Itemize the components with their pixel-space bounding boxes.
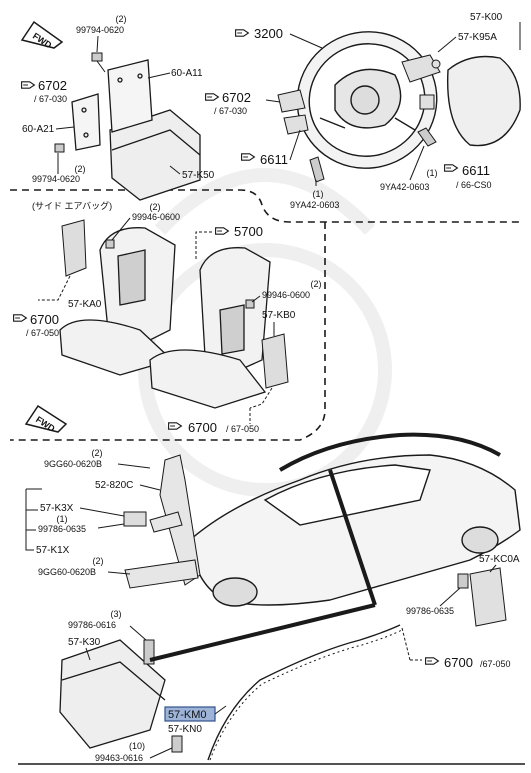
part-60-A11: 60-A11 (171, 68, 203, 79)
seat-left (59, 227, 176, 376)
ref-arrow-icon (21, 81, 35, 89)
seat-right (149, 247, 271, 409)
ref-6702-mid: 6702 (222, 90, 251, 105)
bracket-group-line (25, 489, 34, 551)
ref-6702-left: 6702 (38, 78, 67, 93)
car-body (189, 454, 521, 607)
part-99946-top: 99946-0600 (132, 212, 180, 222)
bolt-99463-0616 (171, 735, 183, 753)
fwd-arrow-mid: FWD (24, 404, 68, 434)
sensor-57-K3X (123, 511, 147, 527)
fwd-arrow-top: FWD (20, 20, 64, 51)
part-57-K50: 57-K50 (182, 170, 215, 181)
qty-9GG60-top: (2) (92, 448, 103, 458)
qty-99946-top: (2) (150, 202, 161, 212)
part-60-A21: 60-A21 (22, 124, 55, 135)
passenger-airbag-module (71, 59, 201, 201)
sensor-57-KC0A (469, 567, 507, 627)
qty-9GG60-bot: (2) (93, 556, 104, 566)
part-99794-top: 99794-0620 (76, 25, 124, 35)
part-99786-left: 99786-0635 (38, 524, 86, 534)
qty-9YA42-right: (1) (427, 168, 438, 178)
curtain-airbag (207, 624, 401, 761)
steering-wheel (296, 31, 438, 169)
pillar-bracket (124, 454, 201, 589)
part-57-KN0: 57-KN0 (168, 724, 202, 735)
ref-6611-right: 6611 (462, 163, 490, 178)
bolt-99786-0616 (143, 639, 155, 665)
part-52-820C: 52-820C (95, 480, 133, 491)
section-divider-top (10, 189, 522, 223)
part-99786-right: 99786-0635 (406, 606, 454, 616)
part-99794-bot: 99794-0620 (32, 174, 80, 184)
bolt-99786-0635-right (457, 573, 469, 589)
part-9YA42-right: 9YA42-0603 (380, 182, 429, 192)
ref-6611-left: 6611 (260, 152, 288, 167)
part-9GG60-bot: 9GG60-0620B (38, 567, 96, 577)
part-99463: 99463-0616 (95, 753, 143, 763)
ref-6700-left: 6700 (30, 312, 59, 327)
ref-6700-mid-sub: / 67-050 (226, 424, 259, 434)
part-99946-mid: 99946-0600 (262, 290, 310, 300)
qty-99946-mid: (2) (311, 279, 322, 289)
part-9YA42-left: 9YA42-0603 (290, 200, 339, 210)
ref-6611-right-sub: / 66-CS0 (456, 180, 492, 190)
qty-99794-bot: (2) (75, 164, 86, 174)
ref-3200: 3200 (254, 26, 283, 41)
part-57-KC0A: 57-KC0A (479, 554, 520, 565)
control-unit-57-K30 (59, 639, 166, 749)
part-57-K95A: 57-K95A (458, 32, 497, 43)
ref-5700: 5700 (234, 224, 263, 239)
qty-99786-left: (1) (57, 514, 68, 524)
side-airbag-module-57-KB0 (261, 333, 289, 389)
qty-99463: (10) (129, 741, 145, 751)
qty-99786-bl: (3) (111, 609, 122, 619)
part-99786-bl: 99786-0616 (68, 620, 116, 630)
part-57-K30: 57-K30 (68, 637, 101, 648)
part-57-KA0: 57-KA0 (68, 299, 102, 310)
roof-rail-line (278, 432, 501, 472)
part-57-KB0: 57-KB0 (262, 310, 296, 321)
ref-6702-mid-sub: / 67-030 (214, 106, 247, 116)
airbag-cover-57-K00 (446, 55, 521, 147)
side-airbag-heading: (サイド エアバッグ) (32, 200, 112, 211)
part-9GG60-top: 9GG60-0620B (44, 459, 102, 469)
qty-9YA42-left: (1) (313, 189, 324, 199)
ref-6702-left-sub: / 67-030 (34, 94, 67, 104)
part-57-KM0[interactable]: 57-KM0 (168, 709, 207, 721)
ref-6700-left-sub: / 67-050 (26, 328, 59, 338)
bolt-99794-top (91, 52, 106, 73)
ref-6700-mid: 6700 (188, 420, 217, 435)
qty-99794-top: (2) (116, 14, 127, 24)
section-divider-mid (10, 222, 326, 441)
part-57-K00: 57-K00 (470, 12, 503, 23)
bolt-99794-bot (54, 143, 65, 153)
clock-spring-57-K95A (401, 54, 441, 83)
part-57-K1X: 57-K1X (36, 545, 70, 556)
part-57-K3X: 57-K3X (40, 503, 74, 514)
bolts-wheel (309, 127, 437, 183)
steering-switches (277, 89, 435, 135)
ref-6700-bot-sub: /67-050 (480, 659, 511, 669)
ref-6700-bot: 6700 (444, 655, 473, 670)
side-airbag-module-57-KA0 (61, 219, 87, 277)
